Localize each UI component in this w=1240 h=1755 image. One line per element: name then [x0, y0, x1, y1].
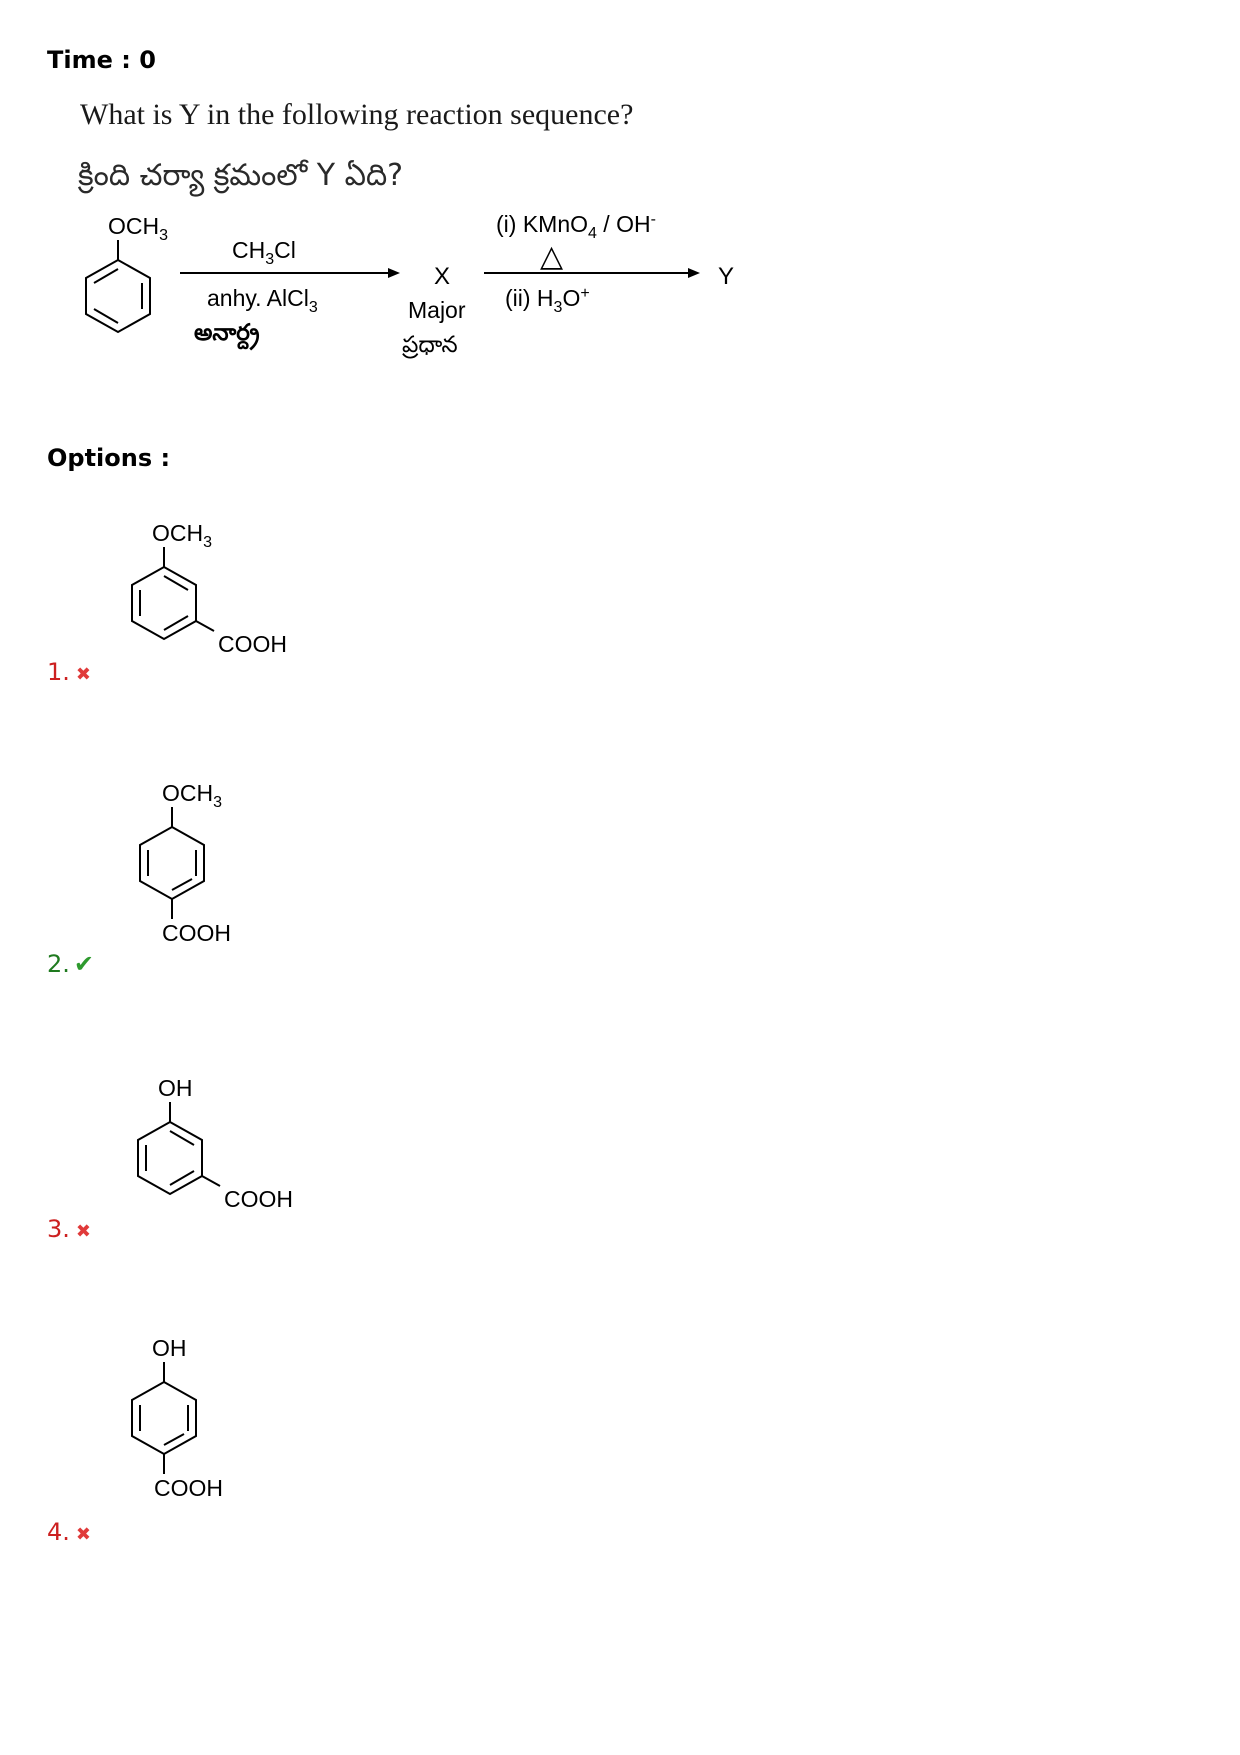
option-3[interactable]: 3.✖ — [47, 1215, 91, 1243]
step2-reagent-b: (ii) H3O+ — [505, 285, 590, 316]
option-2-top-group: OCH3 — [162, 780, 222, 811]
wrong-mark-icon: ✖ — [75, 1524, 91, 1545]
option-4-benzene-ring — [131, 1380, 197, 1456]
heat-symbol: △ — [540, 240, 563, 273]
step1-reagent: CH3Cl — [232, 237, 296, 268]
option-1-structure: OCH3 COOH — [131, 520, 287, 657]
intermediate-note-telugu: ప్రధాన — [401, 331, 457, 359]
step2-arrowhead — [688, 268, 700, 278]
option-3-benzene-ring — [137, 1120, 203, 1196]
wrong-mark-icon: ✖ — [75, 1221, 91, 1242]
step1-catalyst-telugu: అనార్ద్ర — [194, 319, 260, 351]
options-label: Options : — [47, 444, 171, 472]
start-substituent: OCH3 — [108, 213, 168, 244]
option-2-number: 2. — [47, 950, 70, 978]
option-4-top-group: OH — [152, 1335, 187, 1361]
option-4-number: 4. — [47, 1518, 70, 1546]
step2-reagent-a: (i) KMnO4 / OH- — [496, 211, 656, 242]
product: Y — [718, 263, 734, 290]
timer-label: Time : 0 — [47, 46, 156, 74]
option-2-structure: OCH3 COOH — [139, 780, 231, 946]
option-1-benzene-ring — [131, 565, 197, 641]
option-1-acid-group: COOH — [218, 631, 287, 657]
option-4[interactable]: 4.✖ — [47, 1518, 91, 1546]
intermediate: X — [434, 263, 450, 290]
option-3-top-group: OH — [158, 1075, 193, 1101]
option-4-structure: OH COOH — [131, 1335, 223, 1501]
correct-check-icon: ✔ — [73, 950, 95, 978]
option-4-acid-group: COOH — [154, 1475, 223, 1501]
option-3-number: 3. — [47, 1215, 70, 1243]
option-2-benzene-ring — [139, 825, 205, 901]
option-1-number: 1. — [47, 658, 70, 686]
reaction-scheme: OCH3 CH3Cl anhy. AlCl3 అనార్ద్ర X Major … — [85, 211, 734, 359]
intermediate-note: Major — [408, 297, 466, 323]
question-telugu: క్రింది చర్యా క్రమంలో Y ఏది? — [78, 158, 404, 193]
option-1[interactable]: 1.✖ — [47, 658, 91, 686]
option-3-structure: OH COOH — [137, 1075, 293, 1212]
start-benzene-ring — [85, 258, 151, 334]
step1-catalyst: anhy. AlCl3 — [207, 285, 318, 316]
option-2[interactable]: 2.✔ — [47, 950, 94, 978]
option-2-acid-group: COOH — [162, 920, 231, 946]
option-1-top-group: OCH3 — [152, 520, 212, 551]
question-english: What is Y in the following reaction sequ… — [80, 98, 634, 131]
wrong-mark-icon: ✖ — [75, 664, 91, 685]
option-3-acid-group: COOH — [224, 1186, 293, 1212]
step1-arrowhead — [388, 268, 400, 278]
